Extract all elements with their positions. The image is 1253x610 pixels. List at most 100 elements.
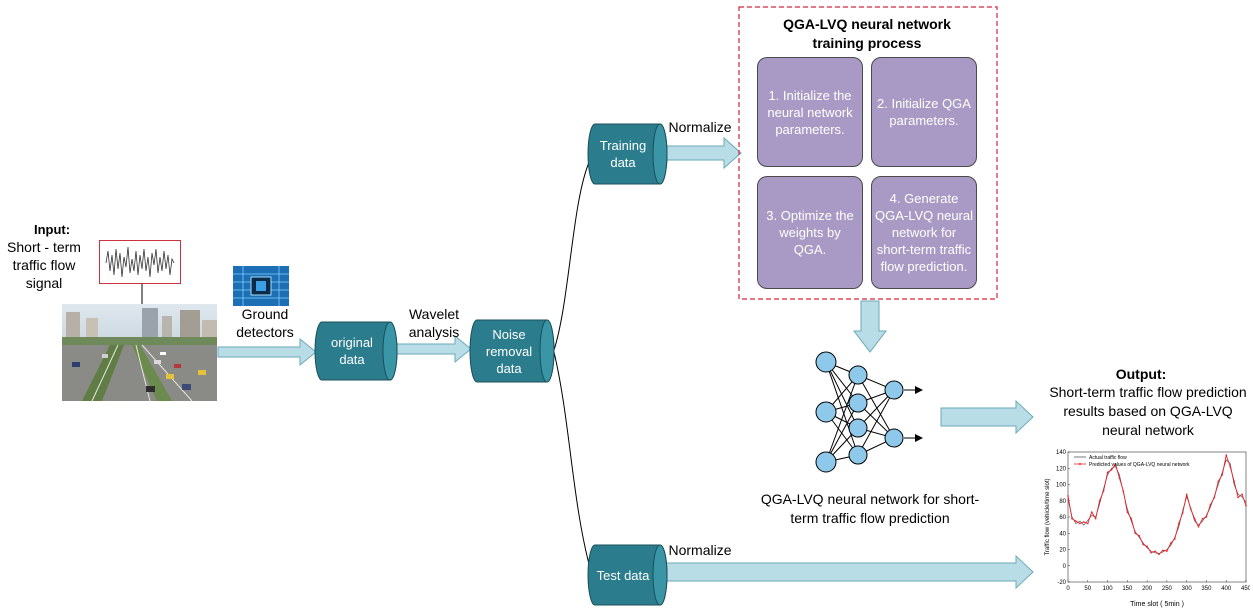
chart-point-predicted	[1237, 496, 1239, 499]
chart-point-predicted	[1205, 516, 1208, 518]
chart-point-predicted	[1158, 553, 1160, 556]
chart-point-predicted	[1221, 473, 1224, 476]
nn-hidden-neuron	[848, 418, 868, 438]
chart-point-predicted	[1233, 480, 1235, 483]
legend-predicted-label: Predicted values of QGA-LVQ neural netwo…	[1089, 462, 1190, 468]
signal-waveform-box	[99, 240, 181, 284]
chart-ytick-label: 60	[1059, 515, 1066, 521]
branch-line-test	[553, 351, 591, 569]
chart-point-predicted	[1225, 454, 1228, 457]
training-process-title: QGA-LVQ neural network training process	[783, 16, 951, 51]
chart-ytick-label: 80	[1059, 499, 1066, 505]
chart-point-predicted	[1177, 522, 1180, 525]
wavelet-analysis-label: Wavelet analysis	[408, 306, 460, 340]
chart-point-predicted	[1162, 549, 1164, 552]
chart-ytick-label: 100	[1056, 483, 1067, 489]
drum-original	[314, 321, 398, 381]
process-step-3: 3. Optimize the weights by QGA.	[757, 176, 863, 289]
chart-point-predicted	[1241, 493, 1243, 496]
chart-point-predicted	[1071, 517, 1073, 520]
nn-hidden-neuron	[848, 365, 868, 385]
chart-xtick-label: 200	[1142, 586, 1153, 592]
output-title: Output:	[1115, 366, 1167, 382]
legend-actual-label: Actual traffic flow	[1089, 455, 1127, 461]
chart-xtick-label: 300	[1182, 586, 1193, 592]
chart-point-predicted	[1122, 490, 1125, 492]
chart-point-predicted	[1110, 469, 1113, 471]
chart-point-predicted	[1146, 545, 1148, 548]
chart-point-predicted	[1138, 534, 1140, 537]
test-data-label: Test data	[596, 567, 650, 583]
chart-point-predicted	[1079, 522, 1081, 525]
drum-test	[587, 544, 668, 606]
chart-xtick-label: 450	[1241, 586, 1250, 592]
signal-waveform-icon	[105, 246, 175, 278]
chart-point-predicted	[1217, 480, 1220, 483]
branch-line-training	[553, 159, 591, 351]
nn-output-neuron	[884, 380, 904, 400]
chart-point-predicted	[1170, 542, 1172, 544]
chart-point-predicted	[1201, 517, 1204, 520]
chart-xlabel: Time slot ( 5min )	[1130, 601, 1184, 608]
chart-point-predicted	[1075, 520, 1077, 522]
network-caption: QGA-LVQ neural network for short-term tr…	[760, 491, 980, 526]
input-title: Input:	[33, 222, 71, 237]
process-step-4: 4. Generate QGA-LVQ neural network for s…	[871, 176, 977, 289]
process-step-1: 1. Initialize the neural network paramet…	[757, 57, 863, 167]
chart-series-predicted	[1067, 453, 1247, 556]
chart-point-predicted	[1098, 499, 1101, 502]
chart-point-predicted	[1086, 522, 1089, 525]
chart-point-predicted	[1130, 517, 1133, 520]
drum-training	[587, 123, 668, 185]
nn-input-neuron	[815, 351, 837, 373]
chart-point-predicted	[1083, 521, 1085, 523]
chart-legend: Actual traffic flow Predicted values of …	[1074, 455, 1190, 468]
noise-removal-data-label: Noise removal data	[485, 326, 533, 376]
normalize-top-label: Normalize	[668, 119, 732, 135]
road-photo	[62, 304, 217, 401]
nn-input-neuron	[815, 451, 837, 473]
chart-point-predicted	[1213, 496, 1216, 499]
chart-xtick-label: 150	[1122, 586, 1133, 592]
chart-point-predicted	[1229, 465, 1231, 468]
chart-point-predicted	[1106, 471, 1109, 474]
chart-point-predicted	[1166, 550, 1168, 552]
chart-point-predicted	[1126, 511, 1129, 513]
chart-point-predicted	[1142, 543, 1144, 546]
arrow-process-to-network	[852, 300, 888, 353]
chart-xtick-label: 250	[1162, 586, 1173, 592]
chart-ytick-label: 40	[1059, 531, 1066, 537]
chart-point-predicted	[1181, 512, 1184, 514]
chart-point-predicted	[1134, 532, 1137, 535]
chart-point-predicted	[1114, 463, 1117, 465]
chart-point-predicted	[1209, 504, 1212, 506]
chart-point-predicted	[1245, 504, 1247, 507]
training-process-border	[738, 6, 998, 300]
chart-point-predicted	[1154, 550, 1156, 552]
chart-point-predicted	[1094, 517, 1097, 520]
nn-output-neuron	[884, 428, 904, 448]
chart-point-predicted	[1150, 551, 1152, 554]
nn-connections	[825, 361, 923, 463]
chart-point-predicted	[1189, 508, 1192, 510]
drum-noise	[469, 319, 555, 383]
chart-xtick-label: 0	[1066, 586, 1070, 592]
arrow-training-to-process	[663, 136, 742, 170]
input-label: Short - term traffic flow signal	[7, 239, 81, 291]
process-step-2: 2. Initialize QGA parameters.	[871, 57, 977, 167]
chart-ylabel: Traffic flow (vehicle/time slot)	[1045, 478, 1051, 555]
arrow-test-to-output	[663, 554, 1034, 590]
chart-xtick-label: 400	[1221, 586, 1232, 592]
original-data-label: original data	[331, 335, 373, 367]
chip-icon	[233, 266, 289, 306]
chart-ytick-label: -20	[1057, 580, 1066, 586]
chart-xtick-label: 50	[1084, 586, 1091, 592]
chart-point-predicted	[1102, 490, 1105, 492]
nn-hidden-neuron	[848, 393, 868, 413]
neural-network-diagram	[815, 351, 923, 473]
chart-ytick-label: 120	[1056, 466, 1067, 472]
chart-ytick-label: 20	[1059, 548, 1066, 554]
chart-point-predicted	[1090, 511, 1093, 513]
